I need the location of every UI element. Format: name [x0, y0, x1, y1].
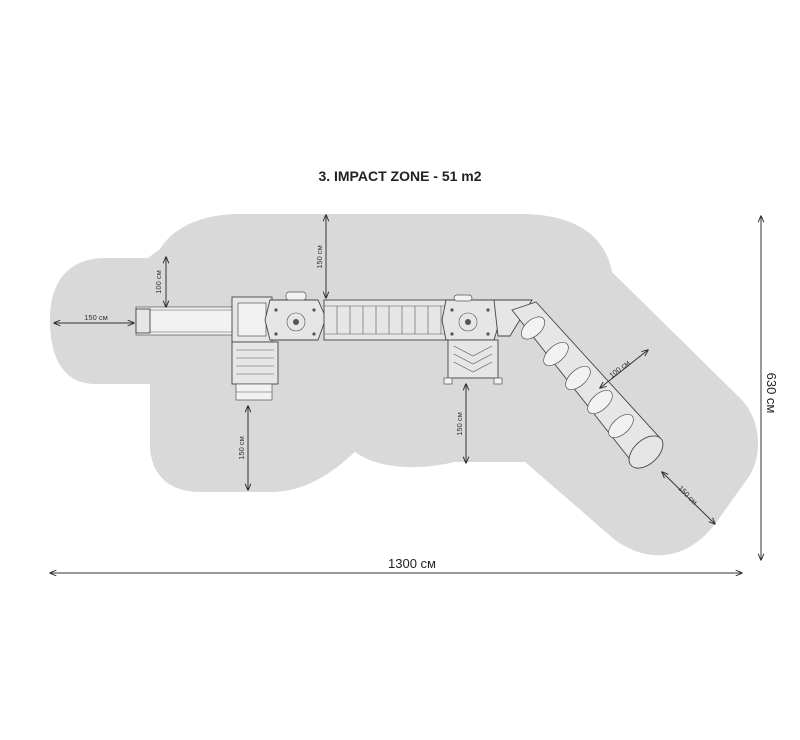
dim-top-bridge: 150 см	[315, 245, 324, 269]
dim-left-steps: 150 см	[237, 436, 246, 460]
left-roof-panel	[264, 291, 327, 341]
bridge	[323, 299, 449, 341]
dim-overall-height: 630 см	[764, 373, 779, 414]
left-slide	[135, 306, 237, 336]
right-stairs	[443, 339, 503, 385]
dim-right-stairs: 150 см	[455, 412, 464, 436]
tube-slide	[511, 301, 664, 469]
dim-overall-width: 1300 см	[388, 556, 436, 571]
dim-left-slide-side: 100 см	[154, 270, 163, 294]
dim-left-slide-depth: 150 см	[84, 313, 108, 322]
impact-zone-area	[50, 214, 759, 556]
left-steps	[231, 341, 279, 401]
right-roof-panel	[441, 294, 501, 341]
diagram-title: 3. IMPACT ZONE - 51 m2	[318, 168, 481, 184]
